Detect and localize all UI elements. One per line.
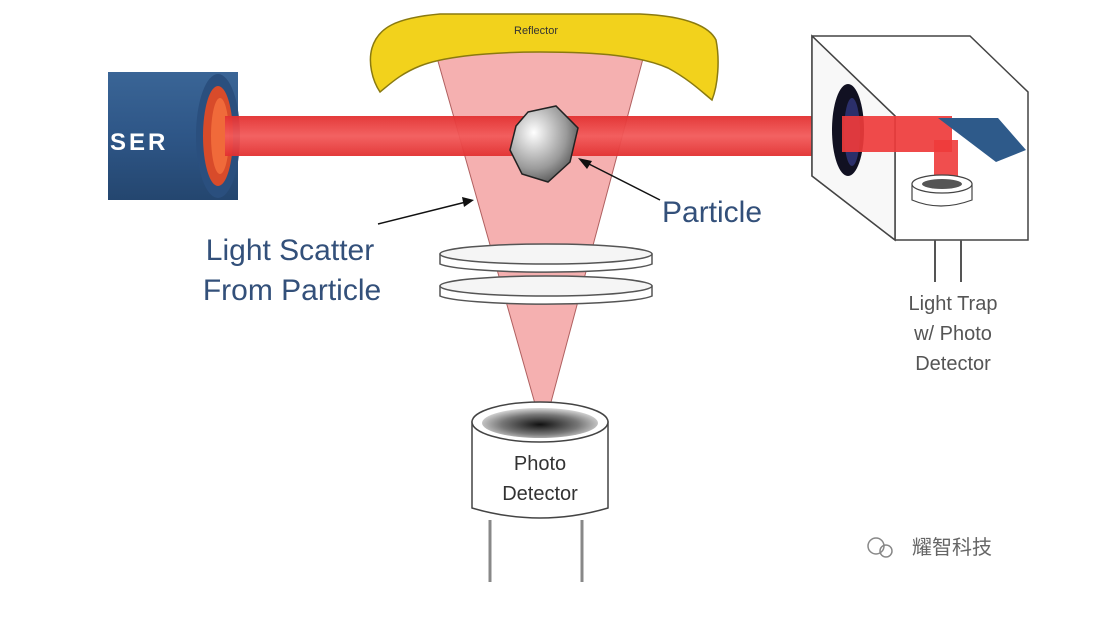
scatter-cone bbox=[432, 40, 648, 432]
light-trap-label-line1: Light Trap bbox=[909, 293, 998, 315]
light-trap-label-line3: Detector bbox=[915, 353, 991, 375]
reflector-label: Reflector bbox=[514, 25, 558, 37]
light-trap-label-line2: w/ Photo bbox=[913, 323, 992, 345]
scatter-label-line1: Light Scatter bbox=[206, 234, 374, 267]
light-trap: Light Trap w/ Photo Detector bbox=[811, 34, 1029, 375]
scatter-label-line2: From Particle bbox=[203, 274, 381, 307]
photo-detector: Photo Detector bbox=[471, 401, 609, 582]
watermark: 耀智科技 bbox=[867, 536, 992, 559]
particle bbox=[509, 105, 579, 183]
laser-label: SER bbox=[110, 129, 168, 156]
particle-label: Particle bbox=[662, 196, 762, 229]
photo-detector-label-line2: Detector bbox=[502, 483, 578, 505]
lens-stack bbox=[439, 243, 653, 305]
reflector: Reflector bbox=[369, 13, 719, 102]
watermark-text: 耀智科技 bbox=[912, 536, 992, 559]
particle-callout: Particle bbox=[578, 158, 762, 229]
photo-detector-label-line1: Photo bbox=[514, 453, 566, 475]
scatter-callout: Light Scatter From Particle bbox=[203, 197, 474, 307]
laser-housing: SER bbox=[108, 72, 240, 200]
